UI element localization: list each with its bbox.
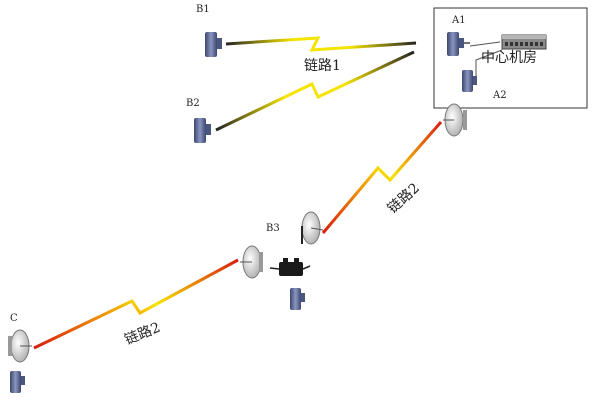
b3-dish-upper-icon bbox=[301, 211, 324, 245]
node-label-a2: A2 bbox=[492, 90, 507, 101]
node-label-b2: B2 bbox=[186, 98, 200, 109]
c-device-icon bbox=[10, 371, 25, 393]
link2-bolt-lower bbox=[33, 258, 239, 350]
center-room-box bbox=[433, 7, 588, 109]
node-label-a1: A1 bbox=[451, 15, 466, 26]
a2-dish-icon bbox=[443, 103, 467, 137]
c-dish-icon bbox=[8, 329, 32, 363]
cable-switch-a1 bbox=[469, 41, 501, 47]
b2-device-icon bbox=[194, 118, 211, 143]
b3-device-icon bbox=[290, 288, 305, 310]
b3-dish-lower-icon bbox=[240, 245, 263, 279]
switch-icon bbox=[501, 34, 547, 50]
a2-device-icon bbox=[462, 70, 477, 92]
link2-lower-label: 链路2 bbox=[123, 320, 163, 349]
a1-device-icon bbox=[447, 32, 470, 56]
node-label-b1: B1 bbox=[196, 4, 210, 15]
b3-poe-box-icon bbox=[269, 258, 311, 276]
link2-bolt-upper bbox=[321, 121, 443, 234]
link1-bolt-bottom bbox=[215, 50, 415, 132]
link1-bolt-top bbox=[225, 36, 417, 52]
center-room-label: 中心机房 bbox=[481, 50, 537, 66]
link1-label: 链路1 bbox=[304, 58, 341, 74]
node-label-b3: B3 bbox=[266, 223, 280, 234]
b1-device-icon bbox=[205, 32, 222, 57]
link2-upper-label: 链路2 bbox=[385, 180, 423, 217]
node-label-c: C bbox=[10, 313, 18, 324]
